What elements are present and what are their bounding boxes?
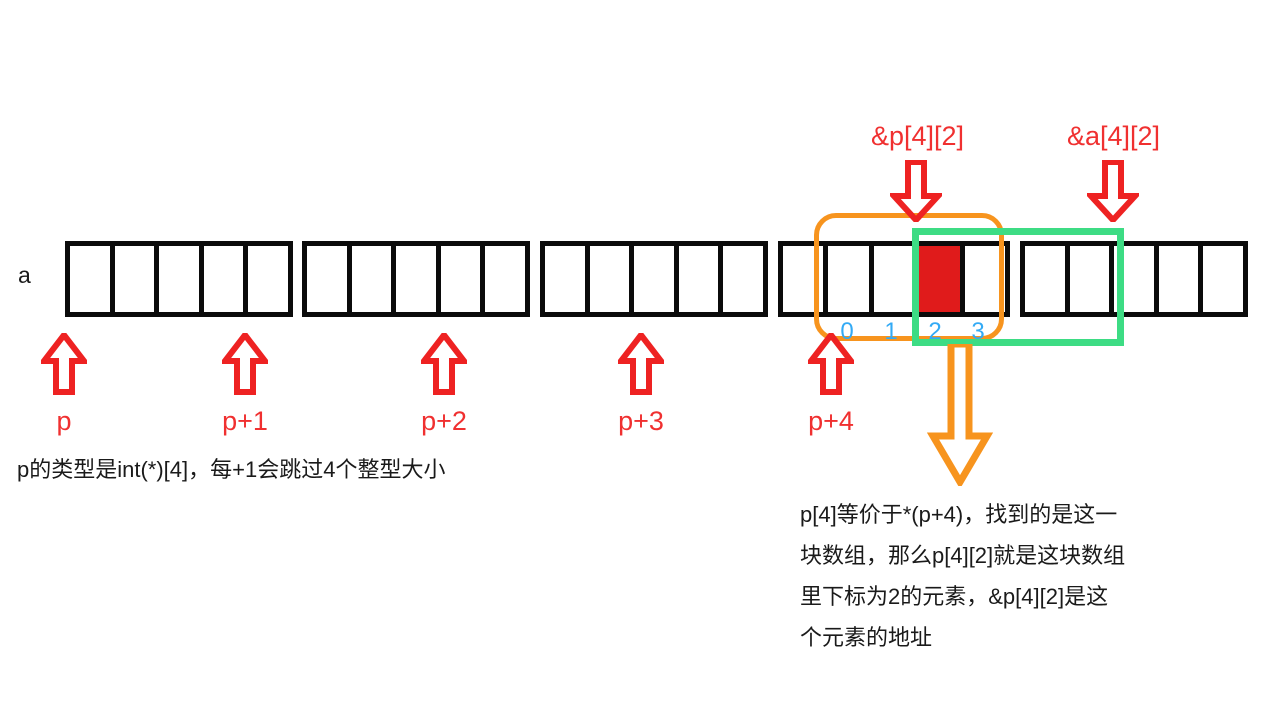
array-block-0 xyxy=(65,241,293,317)
a4-elem-down-arrow-icon xyxy=(1087,160,1139,222)
array-cell xyxy=(964,246,1006,312)
caption-right-line-2: 里下标为2的元素，&p[4][2]是这 xyxy=(800,584,1109,609)
pointer-label-p3: p+3 xyxy=(618,406,664,436)
array-cell xyxy=(159,246,204,312)
array-cell xyxy=(634,246,679,312)
p4-elem-down-arrow-icon xyxy=(890,160,942,222)
array-cell xyxy=(1203,246,1243,312)
array-cell xyxy=(873,246,920,312)
caption-left: p的类型是int(*)[4]，每+1会跳过4个整型大小 xyxy=(17,457,446,482)
array-row-label: a xyxy=(18,262,32,288)
array-cell xyxy=(1069,246,1115,312)
array-cell xyxy=(1158,246,1204,312)
array-cell xyxy=(114,246,160,312)
array-cell xyxy=(351,246,397,312)
array-block-1 xyxy=(302,241,530,317)
pointer-up-arrow-icon-p2 xyxy=(421,333,467,395)
caption-right-line-1: 块数组，那么p[4][2]就是这块数组 xyxy=(800,543,1126,568)
array-cell xyxy=(485,246,525,312)
array-cell xyxy=(783,246,829,312)
pointer-up-arrow-icon-p xyxy=(41,333,87,395)
index-label-3: 3 xyxy=(971,318,985,345)
array-cell xyxy=(203,246,249,312)
a4-subarray-outline xyxy=(912,228,1124,346)
address-label-a: &a[4][2] xyxy=(1066,121,1161,151)
pointer-up-arrow-icon-p1 xyxy=(222,333,268,395)
array-cell xyxy=(70,246,115,312)
array-cell xyxy=(307,246,352,312)
pointer-up-arrow-icon-p3 xyxy=(618,333,664,395)
array-cell xyxy=(440,246,486,312)
address-label-p: &p[4][2] xyxy=(870,121,965,151)
array-cell xyxy=(723,246,763,312)
explanation-down-arrow-icon xyxy=(927,344,993,486)
array-cell xyxy=(1025,246,1070,312)
array-cell xyxy=(589,246,635,312)
array-cell-highlighted xyxy=(919,246,965,312)
index-label-0: 0 xyxy=(840,318,854,345)
pointer-label-p: p xyxy=(56,406,72,436)
array-block-4 xyxy=(1020,241,1248,317)
pointer-up-arrow-icon-p4 xyxy=(808,333,854,395)
array-cell xyxy=(545,246,590,312)
pointer-label-p1: p+1 xyxy=(222,406,268,436)
pointer-label-p2: p+2 xyxy=(421,406,467,436)
caption-right: p[4]等价于*(p+4)，找到的是这一 块数组，那么p[4][2]就是这块数组… xyxy=(800,494,1220,658)
array-cell xyxy=(678,246,724,312)
array-cell xyxy=(828,246,874,312)
array-block-2 xyxy=(540,241,768,317)
caption-right-line-3: 个元素的地址 xyxy=(800,625,933,650)
index-label-2: 2 xyxy=(928,318,942,345)
array-cell xyxy=(248,246,288,312)
array-cell xyxy=(396,246,441,312)
array-block-3 xyxy=(778,241,1010,317)
caption-right-line-0: p[4]等价于*(p+4)，找到的是这一 xyxy=(800,502,1118,527)
pointer-label-p4: p+4 xyxy=(808,406,854,436)
index-label-1: 1 xyxy=(884,318,898,345)
